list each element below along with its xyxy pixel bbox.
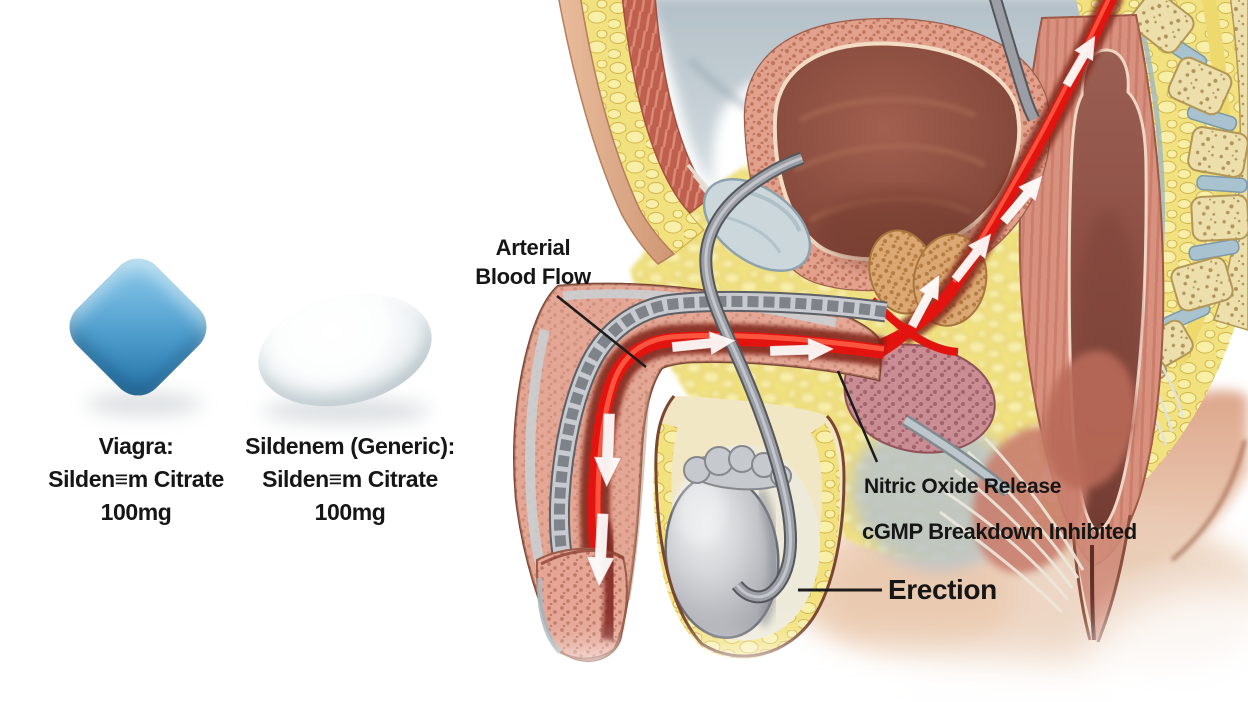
- generic-name-line: Sildenem (Generic):: [245, 433, 455, 459]
- vas-deferens: [699, 0, 1040, 604]
- generic-substance-line: Silden≡m Citrate: [262, 466, 438, 492]
- perineum: [850, 350, 1136, 614]
- viagra-name-line: Viagra:: [98, 433, 174, 459]
- cgmp-label: cGMP Breakdown Inhibited: [862, 519, 1137, 544]
- nitric-oxide-label: Nitric Oxide Release: [864, 475, 1062, 498]
- viagra-pill-shadow: [86, 392, 202, 416]
- perineal-membrane: [901, 414, 1012, 497]
- generic-pill-label: Sildenem (Generic): Silden≡m Citrate 100…: [230, 430, 470, 529]
- arterial-blood-flow-label: Arterial Blood Flow: [475, 235, 591, 289]
- bladder: [743, 18, 1051, 292]
- urethra-strip: [548, 290, 888, 590]
- generic-dose-line: 100mg: [314, 499, 386, 525]
- arterial-pointer-line: [556, 295, 647, 368]
- pointer-lines: [556, 295, 882, 592]
- edge-fades: [301, 585, 1248, 702]
- viagra-dose-line: 100mg: [100, 499, 172, 525]
- viagra-pill-label: Viagra: Silden≡m Citrate 100mg: [16, 430, 256, 529]
- nitric-pointer-line: [836, 370, 879, 463]
- erection-label: Erection: [888, 574, 997, 605]
- viagra-substance-line: Silden≡m Citrate: [48, 466, 224, 492]
